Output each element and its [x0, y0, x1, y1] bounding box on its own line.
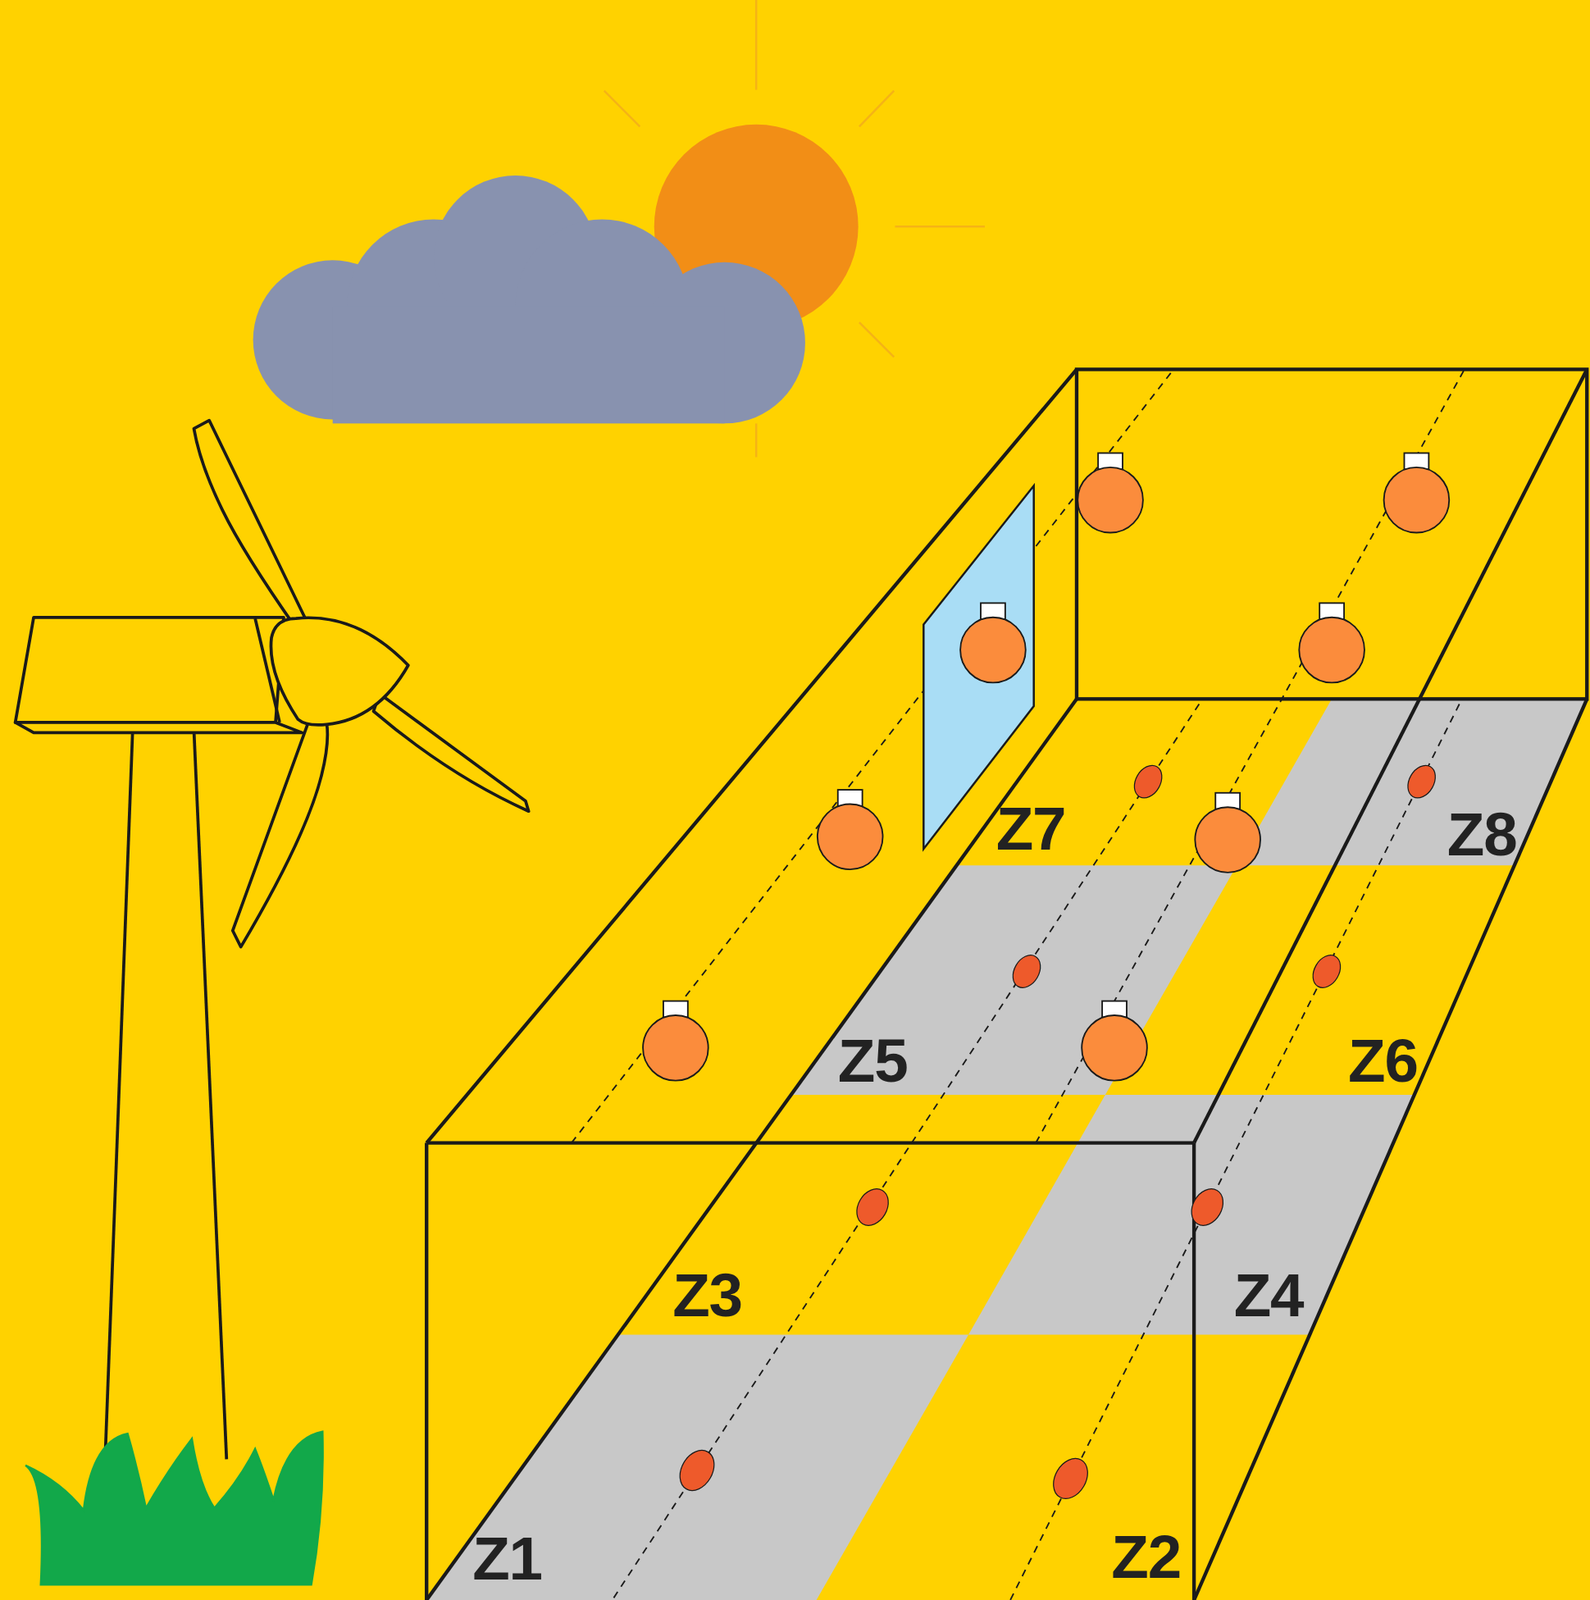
front-wall: [426, 1140, 1194, 1144]
lamp-bulb: [817, 803, 884, 870]
floor-rail: [1010, 704, 1460, 1600]
lamp-bulb: [1384, 467, 1450, 534]
zone-label: Z8: [1447, 803, 1518, 866]
lamp: [1194, 792, 1261, 873]
lamp-bulb: [1194, 806, 1261, 873]
sensor-dot: [850, 1183, 895, 1231]
sensor-dot: [1046, 1452, 1094, 1505]
lamp: [1298, 602, 1365, 683]
sun-ray: [859, 322, 894, 357]
floor-edge: [1193, 698, 1587, 1600]
ceiling-rail: [1035, 369, 1465, 1143]
wind-turbine: [15, 420, 529, 1460]
sensor-dot: [1402, 760, 1441, 803]
front-wall: [424, 1143, 429, 1600]
turbine-blade: [373, 693, 529, 811]
lamp-bulb: [960, 617, 1026, 684]
lamp: [817, 789, 884, 870]
lamp-bulb: [1298, 617, 1365, 684]
lamps: [642, 452, 1449, 1080]
zone-label: Z7: [996, 798, 1067, 861]
zone-label: Z4: [1234, 1265, 1304, 1327]
zone-label: Z1: [472, 1528, 543, 1590]
sensor-dot: [1184, 1183, 1230, 1231]
zone-label: Z3: [672, 1265, 743, 1327]
turbine-blade: [193, 420, 309, 638]
window: [923, 485, 1034, 849]
floor-edge: [426, 698, 1077, 1600]
sun-ray: [859, 91, 894, 128]
sensor-dot: [1006, 950, 1046, 994]
floor-zones: [426, 698, 1587, 1600]
sun-ray: [755, 423, 757, 457]
sun-ray: [755, 0, 757, 90]
sun-ray: [604, 91, 641, 128]
roof-edge: [426, 369, 1077, 1143]
turbine-nacelle: [15, 722, 303, 733]
zone-area: [968, 1094, 1415, 1335]
lamp: [642, 1001, 709, 1081]
ceiling-rail: [571, 369, 1174, 1143]
grass: [25, 1431, 323, 1586]
floor-rail: [612, 704, 1200, 1600]
sun-ray: [894, 225, 985, 228]
building-outline: [426, 369, 1587, 1600]
dashed-rails: [571, 369, 1465, 1600]
lamp: [1384, 452, 1450, 533]
back-wall: [1076, 369, 1587, 699]
lamp: [960, 602, 1026, 683]
turbine-tower: [193, 729, 227, 1460]
turbine-tower: [104, 729, 133, 1460]
cloud-base: [332, 305, 725, 424]
turbine-blade: [232, 714, 329, 948]
turbine-hub: [270, 617, 408, 725]
lamp-bulb: [642, 1015, 709, 1081]
roof-edge: [1193, 369, 1587, 1143]
zone-area: [1236, 698, 1587, 866]
sensor-dot: [1129, 760, 1168, 803]
lamp: [1081, 1001, 1148, 1081]
sensor-dot: [673, 1444, 721, 1497]
zone-label: Z6: [1348, 1030, 1418, 1093]
zone-area: [426, 1334, 969, 1600]
lamp-bulb: [1077, 467, 1144, 534]
cloud: [253, 175, 806, 424]
floor-sensors: [673, 760, 1441, 1505]
zone-label: Z5: [838, 1030, 908, 1093]
turbine-nacelle: [15, 617, 284, 723]
zone-label: Z2: [1111, 1526, 1181, 1588]
sensor-dot: [1307, 950, 1346, 994]
lamp: [1077, 452, 1144, 533]
lamp-bulb: [1081, 1015, 1148, 1081]
zone-area: [791, 865, 1238, 1095]
